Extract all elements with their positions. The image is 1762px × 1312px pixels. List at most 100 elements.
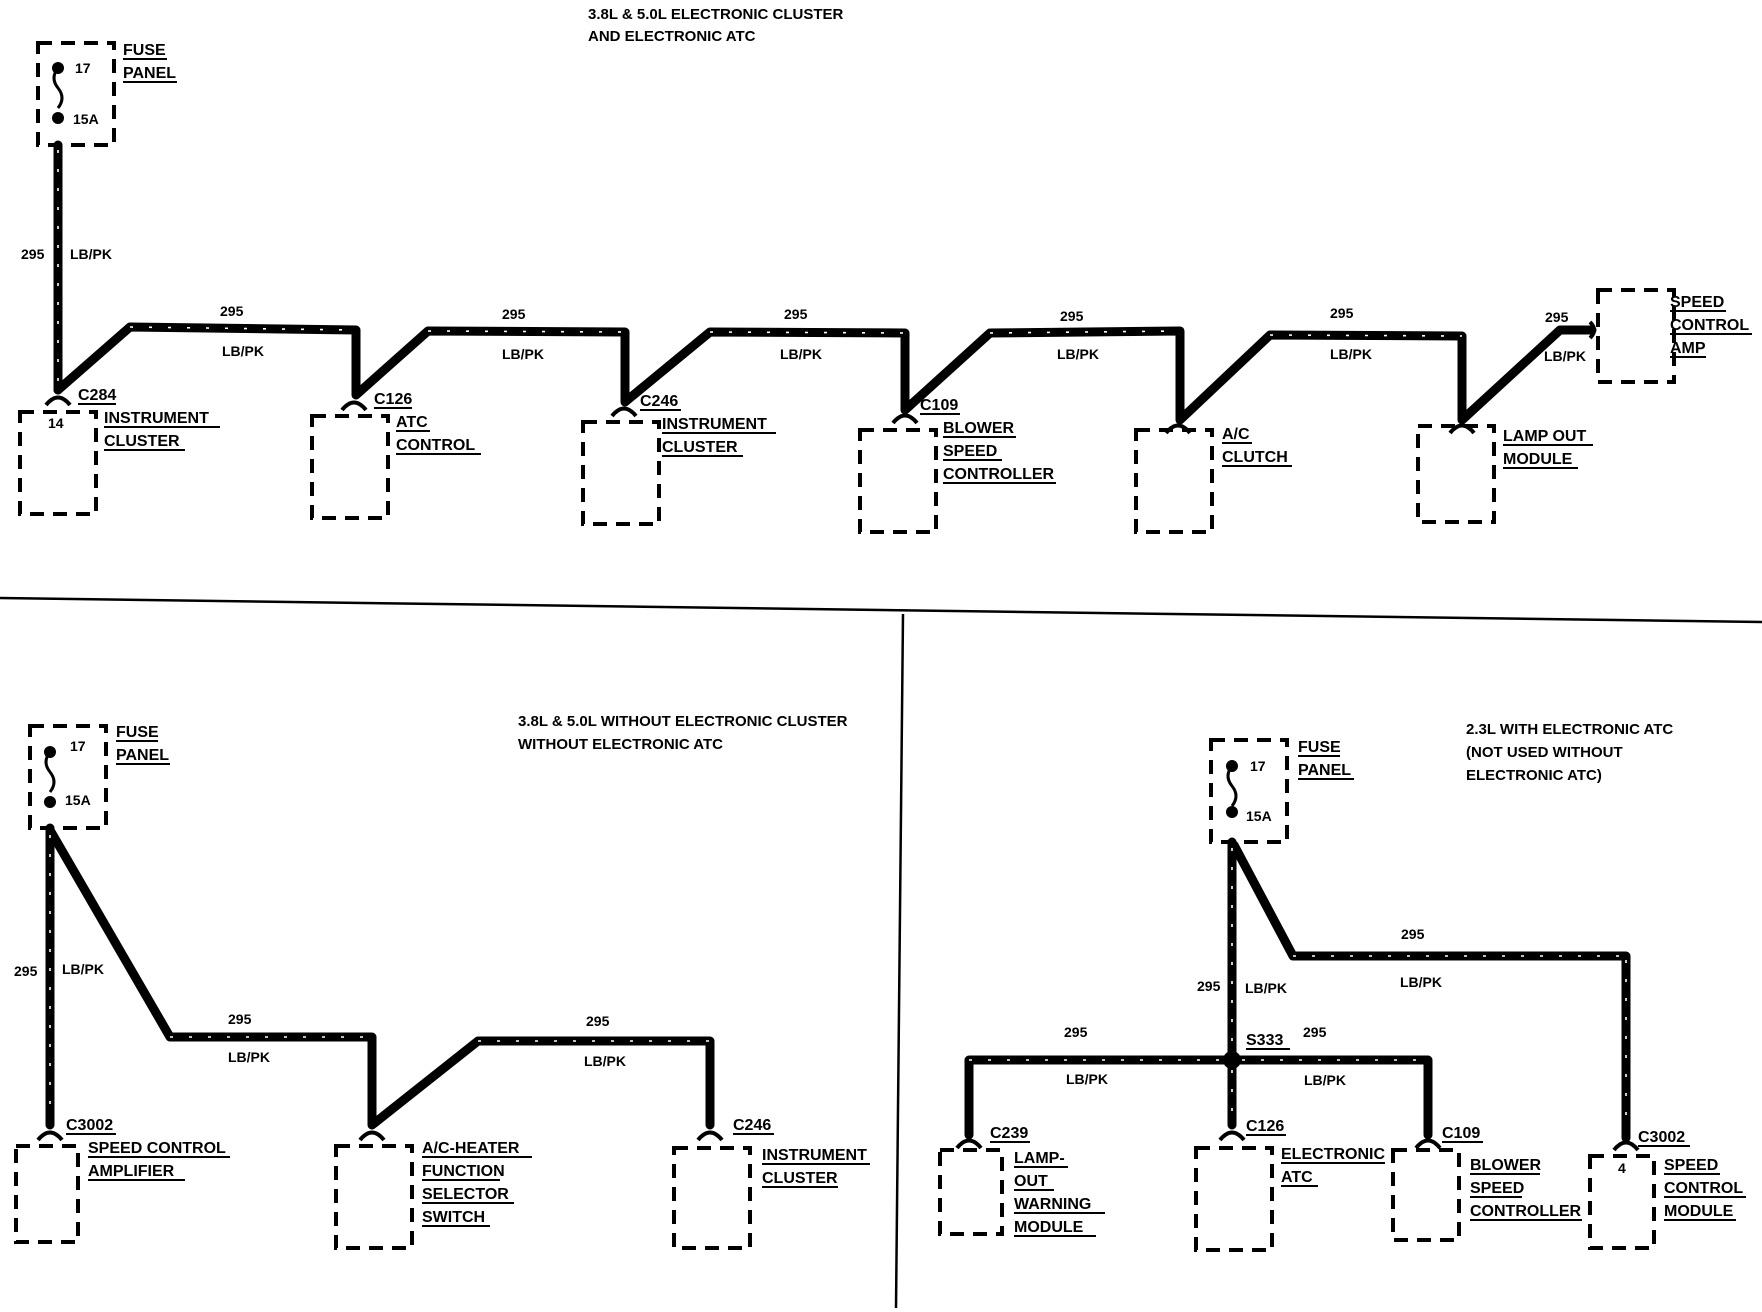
component-label: CONTROL [396,437,475,454]
component-label: ATC [1281,1169,1313,1186]
connector-label: C109 [1442,1125,1480,1142]
connector-label: C3002 [66,1117,113,1134]
connector-label: C284 [78,387,116,404]
wire-color: LB/PK [1245,980,1287,996]
component-blower-speed-controller: C109 BLOWER SPEED CONTROLLER [858,397,1056,534]
wire-color: LB/PK [502,346,544,362]
component-label: INSTRUMENT [662,416,767,433]
component-instrument-cluster-2: C246 INSTRUMENT CLUSTER [581,393,776,526]
connector-label: C239 [990,1125,1028,1142]
component-speed-control-module: 4 C3002 SPEED CONTROL MODULE [1588,1129,1746,1250]
fuse-number: 17 [75,60,91,76]
component-label: ATC [396,414,428,431]
component-label: SPEED CONTROL [88,1140,226,1157]
component-instrument-cluster: 14 C284 INSTRUMENT CLUSTER [18,387,220,516]
fuse-element-icon [44,751,56,793]
fuse-element-icon [52,67,64,109]
fuse-terminal [52,112,64,124]
component-box [310,414,390,520]
fuse-label: PANEL [1298,762,1351,779]
wire-color: LB/PK [780,346,822,362]
wire-circuit: 295 [228,1011,252,1027]
connector-icon [696,1130,724,1142]
wire-circuit: 295 [1545,309,1569,325]
bottom-left-section: 3.8L & 5.0L WITHOUT ELECTRONIC CLUSTER W… [14,713,870,1250]
fuse-terminal [1226,806,1238,818]
component-lamp-out-warning-module: C239 LAMP- OUT WARNING MODULE [938,1125,1105,1237]
fuse-label: FUSE [1298,739,1341,756]
fuse-rating: 15A [65,792,91,808]
component-label: SPEED [1670,294,1724,311]
wire-color: LB/PK [1330,346,1372,362]
component-box [1416,424,1496,524]
pin-number: 4 [1618,1160,1626,1176]
component-label: INSTRUMENT [762,1147,867,1164]
component-label: CLUTCH [1222,449,1288,466]
component-label: BLOWER [943,420,1015,437]
component-label: AMP [1670,340,1706,357]
fuse-terminal [44,796,56,808]
wire-circuit: 295 [21,246,45,262]
component-label: WARNING [1014,1196,1091,1213]
fuse-label: PANEL [116,747,169,764]
splice-label: S333 [1246,1032,1283,1049]
component-label: CLUSTER [662,439,738,456]
fuse-panel-box [1209,738,1289,844]
fuse-element-icon [1226,765,1238,807]
component-box [14,1144,80,1244]
component-label: FUNCTION [422,1163,505,1180]
connector-icon [340,400,368,412]
wire-color: LB/PK [62,961,104,977]
top-title-line2: AND ELECTRONIC ATC [588,28,756,45]
wire-circuit: 295 [14,963,38,979]
fuse-number: 17 [1250,758,1266,774]
fuse-panel-box [36,41,116,147]
component-blower-speed-controller-2: C109 BLOWER SPEED CONTROLLER [1391,1125,1582,1242]
wire-circuit: 295 [1330,305,1354,321]
wire-color: LB/PK [1066,1071,1108,1087]
component-label: MODULE [1503,451,1573,468]
fuse-panel-box [28,724,108,830]
wire-color: LB/PK [1304,1072,1346,1088]
fuse-label: FUSE [123,42,166,59]
component-label: LAMP OUT [1503,428,1586,445]
pin-number: 14 [48,415,64,431]
bottom-right-section: 2.3L WITH ELECTRONIC ATC (NOT USED WITHO… [938,721,1746,1252]
top-fuse-panel: 17 15A FUSE PANEL [36,41,177,147]
component-label: CONTROLLER [943,466,1055,483]
bottom-left-wire [45,823,715,1130]
component-label: SPEED [943,443,997,460]
component-label: A/C [1222,426,1250,443]
component-instrument-cluster-3: C246 INSTRUMENT CLUSTER [672,1117,870,1250]
component-label: SPEED [1470,1180,1524,1197]
component-box [1596,288,1676,384]
bottom-left-title-line2: WITHOUT ELECTRONIC ATC [518,736,723,753]
wire-circuit: 295 [1401,926,1425,942]
fuse-label: FUSE [116,724,159,741]
connector-icon [1218,1130,1246,1142]
component-box [1194,1146,1274,1252]
component-label: CLUSTER [104,433,180,450]
wire-circuit: 295 [1303,1024,1327,1040]
component-box [1391,1148,1461,1242]
component-label: LAMP- [1014,1150,1065,1167]
component-atc-control: C126 ATC CONTROL [310,391,481,520]
vertical-divider [894,613,905,1309]
component-box [938,1148,1004,1236]
wire-circuit: 295 [1064,1024,1088,1040]
wire-color: LB/PK [1400,974,1442,990]
component-lamp-out-module: LAMP OUT MODULE [1416,423,1593,524]
horizontal-divider [0,596,1762,624]
component-box [18,410,98,516]
component-box [858,428,938,534]
connector-icon [955,1138,983,1150]
fuse-number: 17 [70,738,86,754]
connector-icon [891,413,919,425]
bottom-left-fuse-panel: 17 15A FUSE PANEL [28,724,170,830]
bottom-left-title-line1: 3.8L & 5.0L WITHOUT ELECTRONIC CLUSTER [518,713,848,730]
connector-label: C246 [640,393,678,410]
wire-color: LB/PK [70,246,112,262]
component-box [581,420,661,526]
component-label: CONTROL [1670,317,1749,334]
